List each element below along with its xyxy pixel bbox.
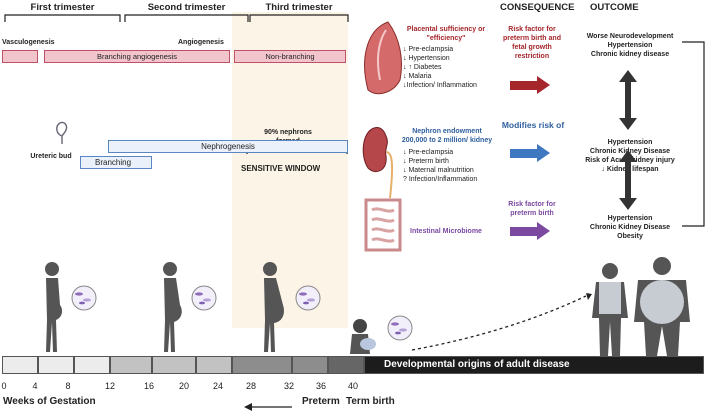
nephron-factor-list: ↓ Pre-eclampsia ↓ Preterm birth ↓ Matern… [403,148,503,184]
week-segment [232,356,292,374]
mother-baby-icon [350,319,376,354]
nephrogenesis-bar: Nephrogenesis [108,140,348,153]
outcome-item: Chronic kidney disease [590,51,670,58]
intestine-icon [364,198,402,252]
kidney-icon [362,127,394,199]
consequence-3-text: Risk factor for preterm birth [508,201,556,217]
life-course-arrow [411,293,592,351]
tick-label: 24 [212,381,223,391]
tick-label: 12 [104,381,115,391]
week-segment [2,356,38,374]
first-trimester-label: First trimester [30,2,95,13]
week-segment [196,356,232,374]
vasculogenesis-bar [2,50,38,63]
developmental-origins-label: Developmental origins of adult disease [384,359,570,370]
placenta-icon [364,21,402,95]
outcome-item: Chronic Kidney Disease [589,148,671,155]
consequence-header: CONSEQUENCE [500,2,575,13]
factor-item: ? Infection/Inflammation [403,176,478,183]
weeks-of-gestation-label: Weeks of Gestation [3,396,96,407]
trimester-brackets [4,14,349,22]
nephron-endowment-title: Nephron endowment 200,000 to 2 million/ … [401,128,493,144]
tick-label: 32 [283,381,294,391]
factor-item: ↓Infection/ Inflammation [403,82,477,89]
preterm-arrow-icon [244,403,292,411]
outcome-bracket [682,41,705,227]
factor-item: ↓ Hypertension [403,55,450,62]
pregnant-figure-icon [263,262,284,352]
pregnant-figure-icon [163,262,182,352]
outcome-3-list: Hypertension Chronic Kidney Disease Obes… [568,214,692,241]
consequence-1-text: Risk factor for preterm birth and fetal … [503,26,561,60]
tick-label: 36 [315,381,326,391]
outcome-double-arrow-icon [619,150,637,210]
third-trimester-label: Third trimester [265,2,333,13]
outcome-item: Chronic Kidney Disease [589,224,671,231]
sensitive-window-band [232,12,348,328]
outcome-item: Hypertension [607,42,653,49]
intestinal-microbiome-title: Intestinal Microbiome [410,228,482,235]
branching-bar: Branching [80,156,152,169]
microbe-circle-icon [387,315,413,341]
pregnant-figure-icon [45,262,63,352]
week-segment [74,356,110,374]
week-segment [38,356,74,374]
ureteric-bud-label: Ureteric bud [30,153,72,160]
non-branching-bar: Non-branching [234,50,346,63]
tick-label: 4 [32,381,38,391]
preterm-label: Preterm [302,396,340,407]
angiogenesis-label: Angiogenesis [178,39,224,46]
adult-timeline-segment [364,356,704,374]
week-segment [110,356,152,374]
branching-angiogenesis-bar: Branching angiogenesis [44,50,230,63]
week-segment [152,356,196,374]
outcome-1-list: Worse Neurodevelopment Hypertension Chro… [568,32,692,59]
tick-label: 20 [178,381,189,391]
term-birth-label: Term birth [346,396,395,407]
factor-item: ↓ Preterm birth [403,158,449,165]
factor-item: ↓ Pre-eclampsia [403,46,454,53]
outcome-header: OUTCOME [590,2,639,13]
tick-label: 8 [65,381,71,391]
factor-item: ↓ Malaria [403,73,432,80]
tick-label: 16 [143,381,154,391]
microbe-circle-icon [295,285,321,311]
microbe-circle-icon [191,285,217,311]
week-segment [292,356,328,374]
tick-label: 28 [245,381,256,391]
vasculogenesis-label: Vasculogenesis [2,39,55,46]
consequence-2-text: Modifies risk of [501,120,565,130]
second-trimester-label: Second trimester [147,2,226,13]
microbe-circle-icon [71,285,97,311]
outcome-item: Hypertension [607,215,653,222]
outcome-double-arrow-icon [619,70,637,130]
adult-man-icon [592,263,628,356]
ureteric-bud-icon [56,121,68,144]
outcome-item: Hypertension [607,139,653,146]
adult-obese-icon [634,257,690,356]
tick-label: 40 [347,381,358,391]
placental-factor-list: ↓ Pre-eclampsia ↓ Hypertension ↓ ↑ Diabe… [403,45,491,90]
outcome-item: Obesity [617,233,643,240]
week-segment [328,356,364,374]
factor-item: ↓ ↑ Diabetes [403,64,442,71]
tick-label: 0 [1,381,7,391]
outcome-item: Worse Neurodevelopment [586,33,674,40]
sensitive-window-label: SENSITIVE WINDOW [241,164,321,173]
factor-item: ↓ Maternal malnutrition [403,167,474,174]
placental-sufficiency-title: Placental sufficiency or "efficiency" [406,26,486,42]
factor-item: ↓ Pre-eclampsia [403,149,454,156]
